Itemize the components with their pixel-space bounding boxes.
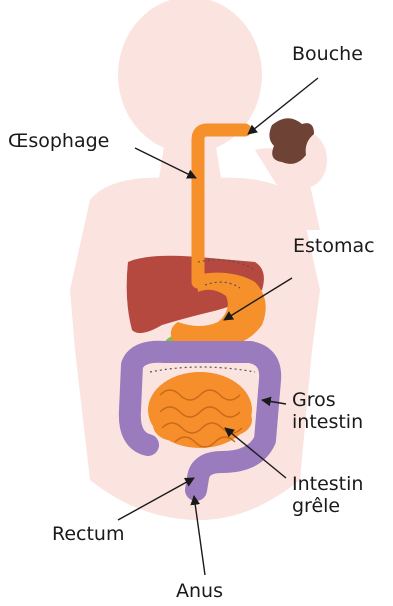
label-gros-intestin: Gros intestin (292, 390, 363, 434)
label-intestin-grele: Intestin grêle (292, 474, 363, 518)
label-oesophage: Œsophage (8, 131, 109, 153)
label-intestin-grele-line1: Intestin (292, 474, 363, 496)
label-estomac: Estomac (293, 236, 375, 258)
label-bouche: Bouche (292, 44, 363, 66)
label-gros-intestin-line1: Gros (292, 390, 363, 412)
label-intestin-grele-line2: grêle (292, 496, 363, 518)
label-rectum: Rectum (52, 524, 124, 546)
label-gros-intestin-line2: intestin (292, 412, 363, 434)
label-anus: Anus (176, 581, 223, 603)
